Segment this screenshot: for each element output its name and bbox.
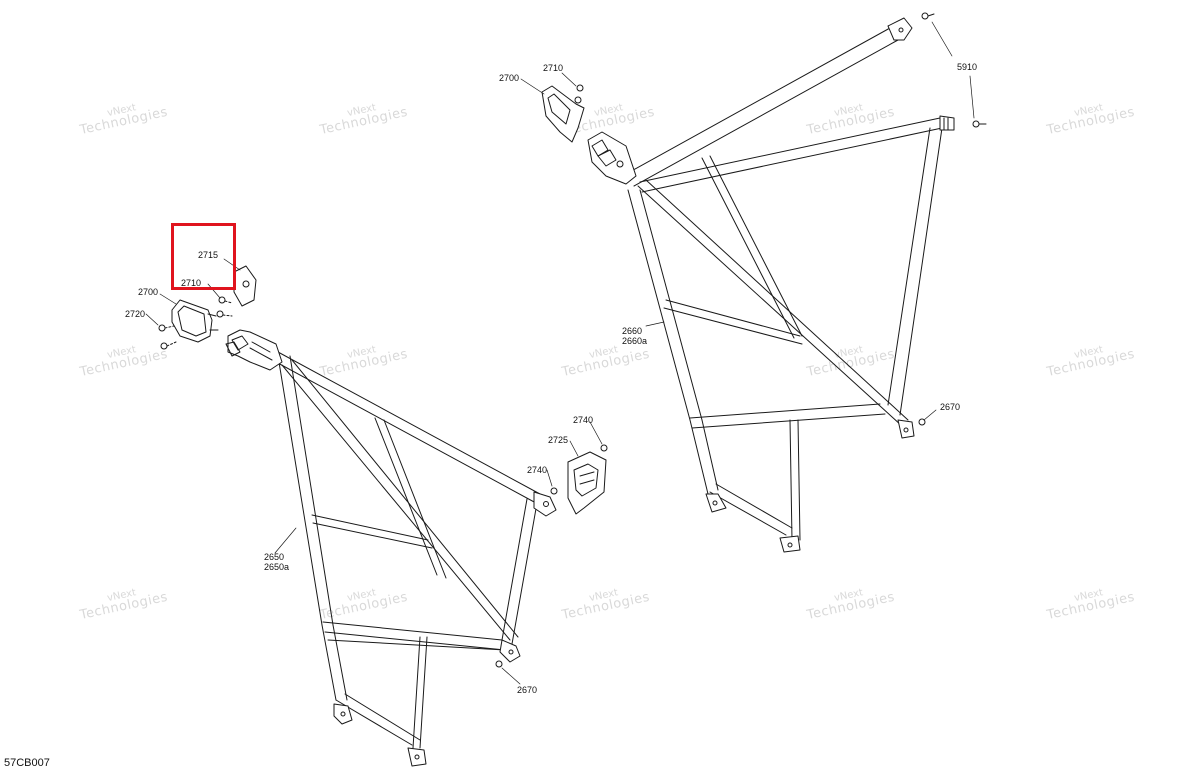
left-net-buckle [225,329,283,371]
callout-2670-right[interactable]: 2670 [940,402,961,412]
right-net-anchor-top-right [939,115,955,131]
left-net-anchor-bottom [407,747,427,767]
right-net-anchor-top [887,17,913,41]
left-net-bottom-strap [322,621,506,651]
right-net-anchor-bottom [779,535,801,553]
left-nuts-2720 [158,324,177,350]
left-bracket-2715 [233,265,257,307]
left-net-top-strap [275,351,541,504]
callout-2660[interactable]: 2660 2660a [622,326,647,346]
callout-2660-main: 2660 [622,326,643,336]
callout-2740-mid[interactable]: 2740 [527,465,548,475]
screw-2740-mid [550,487,558,495]
right-net-anchor-bottom-right [897,419,915,439]
right-screws-2710 [574,84,584,104]
screws-5910 [921,12,987,128]
callout-2700-left[interactable]: 2700 [138,287,159,297]
callout-2720[interactable]: 2720 [125,309,146,319]
callout-2710-left[interactable]: 2710 [181,278,202,288]
callout-2650[interactable]: 2650 2650a [264,552,289,572]
callout-2650a: 2650a [264,562,290,572]
highlight-box [171,223,236,290]
right-net-assembly [587,17,955,553]
callout-2650-main: 2650 [264,552,285,562]
callout-2725[interactable]: 2725 [548,435,569,445]
right-net-inner-straps [663,155,803,345]
right-net-left-strap [627,189,703,421]
callout-2715[interactable]: 2715 [198,250,219,260]
right-net-tail-straps [689,419,801,541]
left-screws-2710 [216,296,233,318]
callout-2740-top[interactable]: 2740 [573,415,594,425]
left-bracket-2700 [171,299,219,343]
right-net-bottom-strap [689,403,886,429]
leader-lines [145,21,975,685]
left-net-anchor-bottom-left [333,703,353,725]
right-net-right-strap [887,127,943,416]
bracket-2725 [567,451,607,515]
right-net-top-strap [639,117,943,193]
right-net-diagonal-strap [637,179,909,427]
right-net-anchor-bottom-left [705,493,727,513]
screw-2670-left [495,660,503,668]
callout-2670-left[interactable]: 2670 [517,685,538,695]
left-net-right-strap [501,498,538,645]
screw-2670-right [918,418,926,426]
left-net-anchor-top-right [533,491,557,517]
left-net-tail-straps [335,636,428,749]
right-net-buckle [587,131,637,185]
screw-2740-top [600,444,608,452]
callout-2700-right[interactable]: 2700 [499,73,520,83]
left-net-side-strap [277,355,348,701]
right-bracket-2700 [541,85,585,143]
left-net-anchor-bottom-right [499,639,521,663]
callout-2710-right[interactable]: 2710 [543,63,564,73]
callout-2660a: 2660a [622,336,648,346]
left-net-diagonal-strap [281,359,519,641]
left-net-inner-straps [311,417,447,579]
right-net-upper-strap [625,27,899,187]
figure-code: 57CB007 [4,757,50,769]
left-net-assembly [225,329,557,767]
callout-5910[interactable]: 5910 [957,62,978,72]
